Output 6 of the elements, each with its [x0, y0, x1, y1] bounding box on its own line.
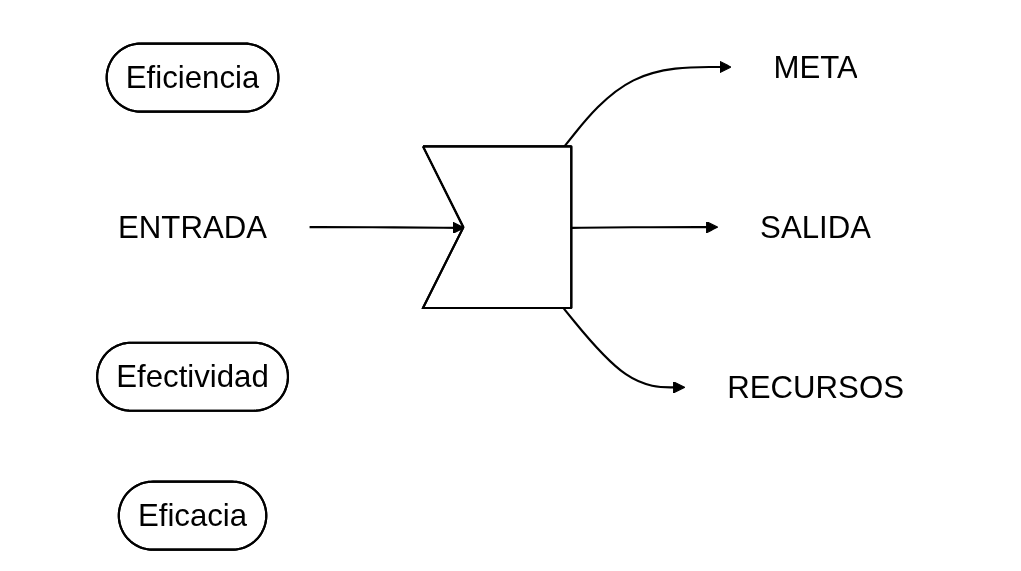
node-text: SALIDA	[759, 208, 871, 245]
arrow	[571, 220, 718, 233]
arrow	[562, 307, 685, 394]
node-text: ENTRADA	[117, 208, 267, 245]
node-text: META	[772, 48, 858, 85]
node-text: RECURSOS	[726, 369, 904, 405]
